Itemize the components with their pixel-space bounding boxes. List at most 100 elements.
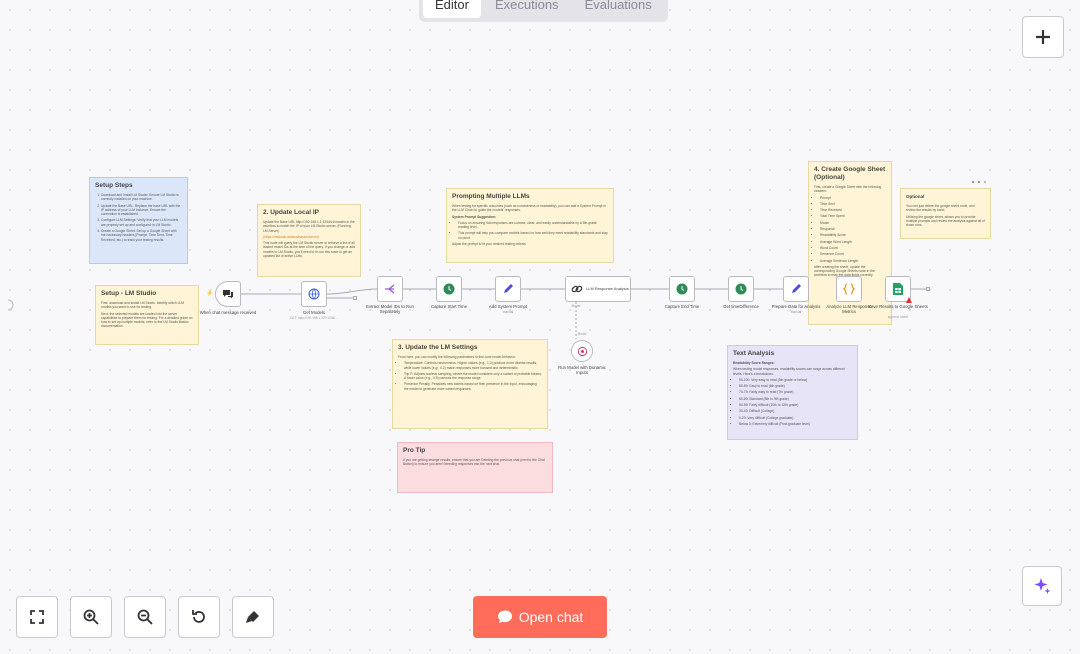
zoom-out-button[interactable] xyxy=(124,596,166,638)
note-title: Setup Steps xyxy=(95,182,133,189)
open-chat-button[interactable]: Open chat xyxy=(473,596,607,638)
node-subtitle: Model xyxy=(577,332,587,336)
note-update-local-ip[interactable]: 2. Update Local IP Update the Base URL h… xyxy=(257,204,361,277)
node-get-models[interactable] xyxy=(301,281,327,307)
tab-editor[interactable]: Editor xyxy=(423,0,481,18)
canvas-controls xyxy=(16,596,274,638)
note-text: You can just delete the google sheet nod… xyxy=(906,204,975,213)
node-chat-trigger[interactable] xyxy=(215,281,241,307)
node-capture-end-time[interactable] xyxy=(669,276,695,302)
note-title: 3. Update the LM Settings xyxy=(398,344,478,351)
note-lm-settings[interactable]: 3. Update the LM Settings From here, you… xyxy=(392,339,548,429)
zoom-in-button[interactable] xyxy=(70,596,112,638)
note-subtitle: Readability Score Ranges: xyxy=(733,361,775,365)
clock-icon xyxy=(735,283,747,295)
note-title: Text Analysis xyxy=(733,350,775,357)
tidy-up-icon xyxy=(246,611,259,623)
note-text: First, create a Google Sheet with the fo… xyxy=(814,185,882,194)
note-setup-steps[interactable]: Setup Steps Download and Install LM Stud… xyxy=(89,177,188,264)
note-text-analysis[interactable]: Text Analysis Readability Score Ranges: … xyxy=(727,345,858,440)
note-text: When testing model responses, readabilit… xyxy=(733,367,845,376)
list-item: Total Time Spent xyxy=(820,214,886,218)
note-text: Adjust the prompt to fit your desired te… xyxy=(452,242,527,247)
fit-view-button[interactable] xyxy=(16,596,58,638)
node-extract-model-ids[interactable] xyxy=(377,276,403,302)
list-item: Update the Base URL: Replace the base UR… xyxy=(101,204,182,217)
node-label: Capture Start Time xyxy=(430,304,468,309)
list-item: Average Sentence Length xyxy=(820,259,886,263)
note-title: Setup - LM Studio xyxy=(101,290,157,297)
warning-triangle-icon xyxy=(906,297,912,303)
list-item: 90-100: Very easy to read (5th grade or … xyxy=(739,378,852,382)
note-pro-tip[interactable]: Pro Tip If you are getting strange resul… xyxy=(397,442,553,493)
node-llm-response-analysis[interactable]: LLM Response Analysis xyxy=(565,276,631,302)
list-item: Configure LLM Settings: Verify that your… xyxy=(101,218,182,227)
note-setup-lm-studio[interactable]: Setup - LM Studio First, download and in… xyxy=(95,285,199,345)
node-label: Extract Model IDs to Run Separately xyxy=(366,304,414,314)
note-text: Update the Base URL http://192.168.1.1:1… xyxy=(263,220,355,233)
list-item: This prompt will help you compare models… xyxy=(458,231,608,240)
reset-zoom-button[interactable] xyxy=(178,596,220,638)
add-connection-handle[interactable] xyxy=(353,296,357,300)
google-sheets-icon xyxy=(893,283,903,295)
svg-text:⚡: ⚡ xyxy=(206,289,213,297)
add-node-button[interactable] xyxy=(1022,16,1064,58)
list-item: Temperature: Controls randomness. Higher… xyxy=(404,361,542,370)
note-title: 2. Update Local IP xyxy=(263,209,319,216)
note-text: After creating the sheet, update the cor… xyxy=(814,264,875,278)
note-text: Next, the selected models are loaded int… xyxy=(101,311,193,329)
note-text: If you are getting strange results, ensu… xyxy=(403,458,545,467)
node-prepare-data[interactable] xyxy=(783,276,809,302)
node-capture-start-time[interactable] xyxy=(436,276,462,302)
list-item: Average Word Length xyxy=(820,240,886,244)
list-item: Model xyxy=(820,221,886,225)
list-item: Top P: Adjusts nucleus sampling, where t… xyxy=(404,372,542,381)
sparkle-icon xyxy=(1034,578,1051,594)
list-item: Readability Score xyxy=(820,233,886,237)
note-link[interactable]: (https://lmstudio.ai/docs/basics/server) xyxy=(263,234,320,239)
node-label: Capture End Time xyxy=(664,304,700,309)
fit-view-icon xyxy=(30,610,44,624)
clock-icon xyxy=(443,283,455,295)
globe-icon xyxy=(308,288,320,300)
note-title: 4. Create Google Sheet (Optional) xyxy=(814,166,886,181)
chat-icon xyxy=(497,610,512,623)
view-tabs: Editor Executions Evaluations xyxy=(419,0,668,22)
node-get-time-difference[interactable] xyxy=(728,276,754,302)
list-item: Prompt xyxy=(820,196,886,200)
code-braces-icon xyxy=(843,283,855,295)
list-item: Presence Penalty: Penalizes new tokens b… xyxy=(404,382,542,391)
list-item: Sentence Count xyxy=(820,252,886,256)
list-item: Time Sent xyxy=(820,202,886,206)
tidy-up-button[interactable] xyxy=(232,596,274,638)
node-add-system-prompt[interactable] xyxy=(495,276,521,302)
note-optional[interactable]: Optional You can just delete the google … xyxy=(900,188,991,239)
node-analyze-metrics[interactable] xyxy=(836,276,862,302)
ai-assistant-button[interactable] xyxy=(1022,566,1062,606)
list-item: 70-79: Fairly easy to read (7th grade) xyxy=(739,390,852,394)
chat-bubbles-icon xyxy=(223,290,233,299)
link-chain-icon xyxy=(571,285,583,293)
node-run-model[interactable] xyxy=(571,340,593,362)
reset-zoom-icon xyxy=(192,610,205,623)
node-label: LLM Response Analysis xyxy=(586,285,629,291)
zoom-out-icon xyxy=(137,609,153,625)
node-label: Prepare Data for Analysis xyxy=(771,304,821,309)
brain-icon xyxy=(577,346,587,356)
note-prompting-llms[interactable]: Prompting Multiple LLMs When testing for… xyxy=(446,188,614,263)
node-subtitle: manual xyxy=(502,310,514,314)
list-item: 50-59: Fairly difficult (10th to 12th gr… xyxy=(739,403,852,407)
note-text: From here, you can modify the following … xyxy=(398,355,516,359)
add-connection-handle[interactable] xyxy=(926,287,930,291)
plus-icon xyxy=(1036,30,1050,44)
node-label: Save Results to Google Sheets xyxy=(868,304,928,309)
list-item: Download and Install LM Studio: Ensure L… xyxy=(101,193,182,202)
node-subtitle: manual xyxy=(790,310,802,314)
list-item: 60-69: Standard (8th to 9th grade) xyxy=(739,397,852,401)
list-item: 30-49: Difficult (College) xyxy=(739,409,852,413)
tab-evaluations[interactable]: Evaluations xyxy=(584,0,652,12)
node-save-google-sheets[interactable] xyxy=(885,276,912,303)
node-label: When chat message received xyxy=(199,310,257,315)
tab-executions[interactable]: Executions xyxy=(494,0,559,12)
